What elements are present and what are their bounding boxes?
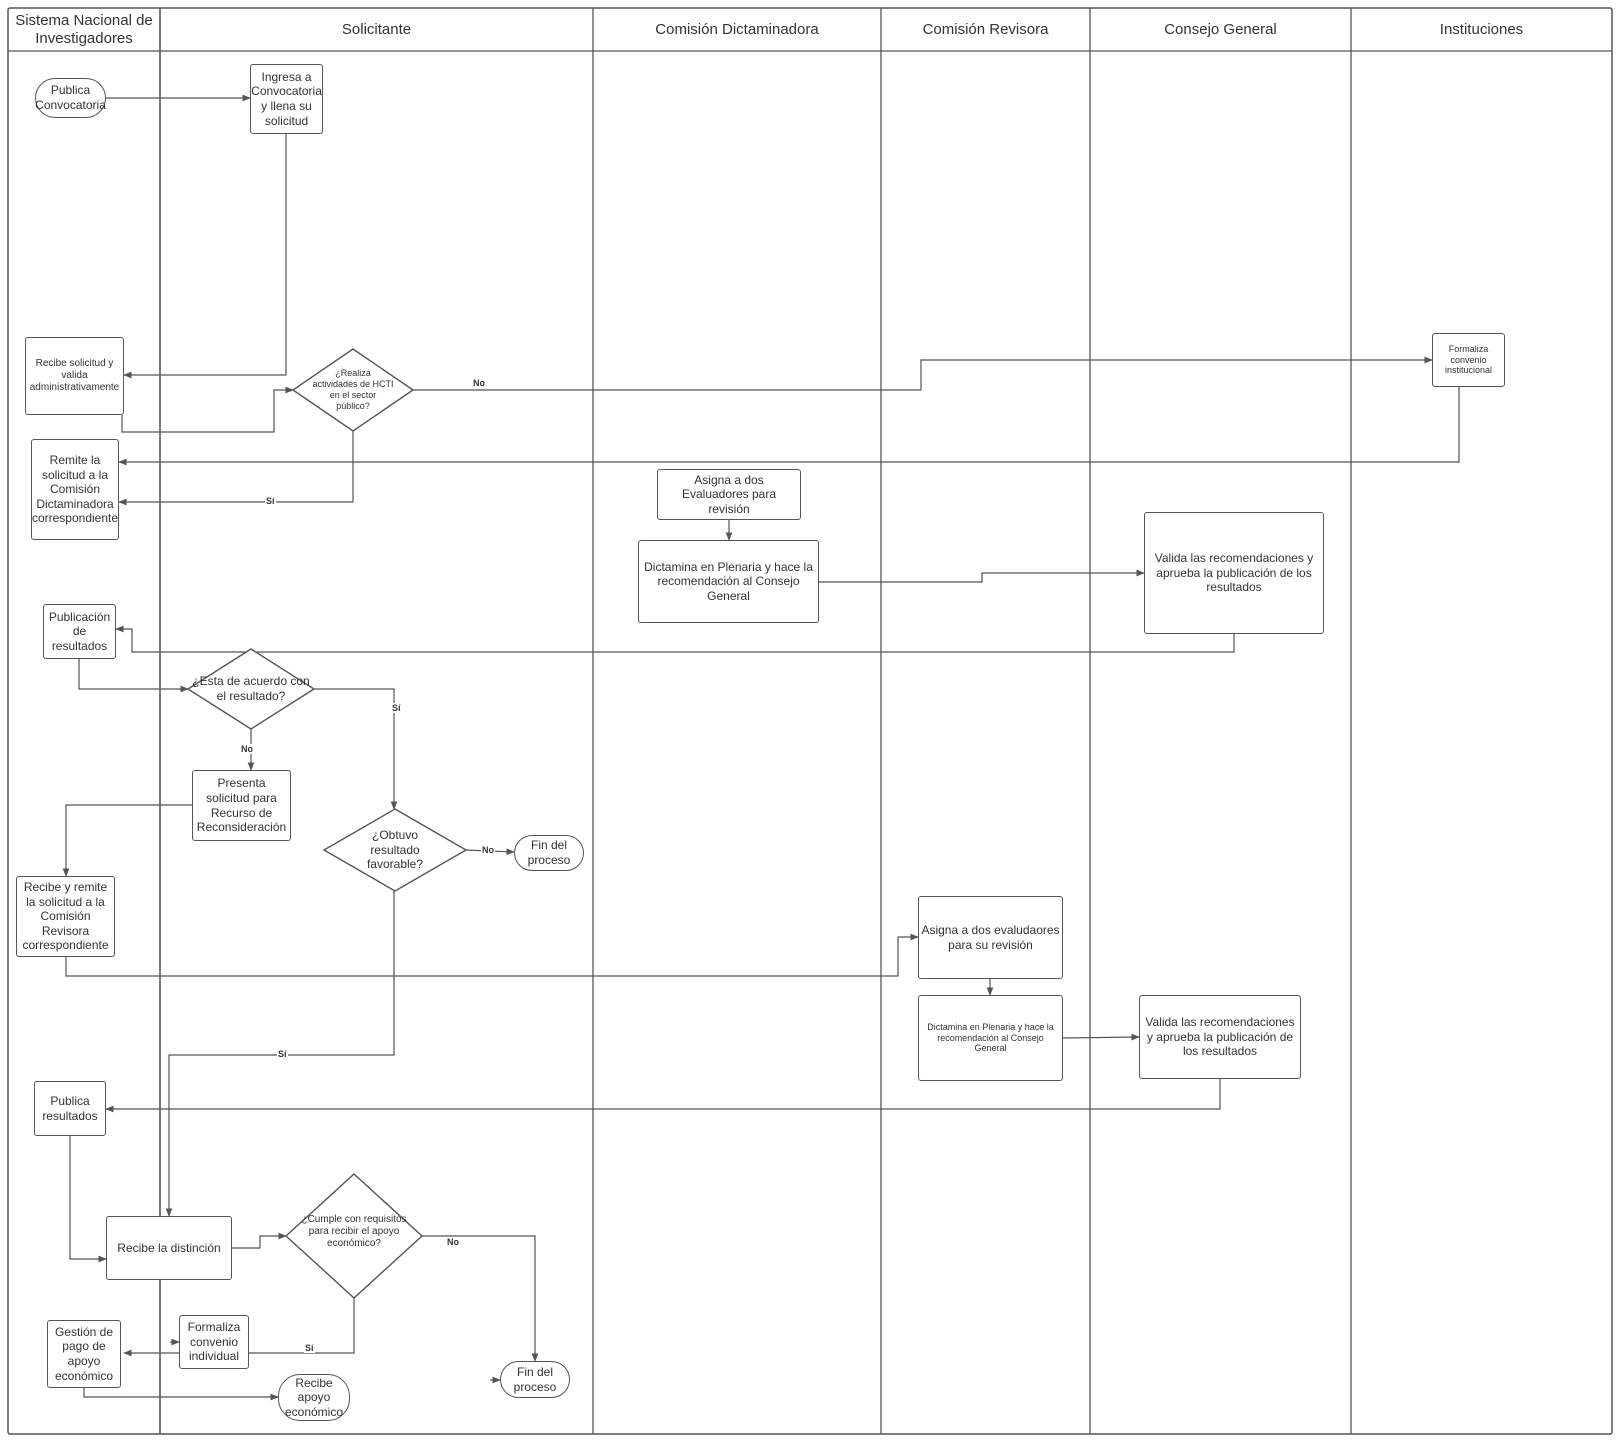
decision-cumple-shape bbox=[284, 1173, 424, 1299]
node-valida-2: Valida las recomendaciones y aprueba la … bbox=[1139, 995, 1301, 1079]
node-publica-resultados: Publica resultados bbox=[34, 1081, 106, 1136]
node-presenta-recurso: Presenta solicitud para Recurso de Recon… bbox=[192, 770, 291, 841]
connectors bbox=[62, 94, 1460, 1401]
node-fin-1: Fin del proceso bbox=[514, 835, 584, 871]
edge-formaliza-inst-to-remite bbox=[118, 387, 1460, 466]
node-cumple-requisitos: ¿Cumple con requisitos para recibir el a… bbox=[301, 1213, 407, 1250]
edge-valida1-to-publicacion bbox=[115, 625, 1235, 653]
edge-gestion-to-recibe-apoyo bbox=[83, 1388, 279, 1401]
edge-label-no-acuerdo: No bbox=[240, 744, 254, 754]
edge-dictamina2-to-valida2 bbox=[1062, 1033, 1140, 1041]
node-recibe-distincion: Recibe la distinción bbox=[106, 1216, 232, 1280]
edge-label-si-acuerdo: Sí bbox=[391, 703, 402, 713]
node-fin-2: Fin del proceso bbox=[500, 1361, 570, 1398]
node-asigna-evaluadores-1: Asigna a dos Evaluadores para revisión bbox=[657, 469, 801, 520]
node-remite-dictaminadora: Remite la solicitud a la Comisión Dictam… bbox=[31, 439, 119, 540]
node-formaliza-institucional: Formaliza convenio institucional bbox=[1432, 333, 1505, 387]
edge-recibe-to-realiza bbox=[121, 386, 294, 433]
node-gestion-pago: Gestión de pago de apoyo económico bbox=[47, 1320, 121, 1388]
edge-realiza-si bbox=[118, 431, 354, 506]
decision-shapes bbox=[186, 348, 468, 1299]
lane-title-revisora: Comisión Revisora bbox=[922, 20, 1049, 38]
edge-publica-to-distincion bbox=[69, 1136, 107, 1263]
edge-ingresa-to-recibe bbox=[123, 134, 287, 379]
decision-esta-shape bbox=[186, 648, 316, 730]
node-obtuvo-favorable: ¿Obtuvo resultado favorable? bbox=[366, 828, 424, 872]
edge-label-no-favorable: No bbox=[481, 845, 495, 855]
lane-title-consejo: Consejo General bbox=[1164, 20, 1277, 38]
node-valida-1: Valida las recomendaciones y aprueba la … bbox=[1144, 512, 1324, 634]
decision-obtuvo-shape bbox=[322, 808, 468, 892]
decision-realiza-shape bbox=[291, 348, 415, 432]
edge-label-si-cumple: Sí bbox=[304, 1343, 315, 1353]
node-recibe-apoyo: Recibe apoyo económico bbox=[278, 1374, 350, 1421]
node-publica-convocatoria: Publica Convocatoria bbox=[35, 78, 106, 118]
lane-title-solicitante: Solicitante bbox=[341, 20, 412, 38]
node-esta-de-acuerdo: ¿Esta de acuerdo con el resultado? bbox=[192, 674, 310, 703]
node-recibe-remite-revisora: Recibe y remite la solicitud a la Comisi… bbox=[16, 876, 115, 957]
node-ingresa-convocatoria: Ingresa a Convocatoria y llena su solici… bbox=[250, 64, 323, 134]
edge-valida2-to-publica bbox=[105, 1079, 1221, 1113]
edge-recibe-remite-to-asigna2 bbox=[65, 933, 919, 977]
edge-publicacion-to-esta bbox=[78, 659, 189, 693]
lane-title-sni: Sistema Nacional de Investigadores bbox=[15, 11, 153, 47]
node-dictamina-1: Dictamina en Plenaria y hace la recomend… bbox=[638, 540, 819, 623]
edge-presenta-to-recibe-remite bbox=[62, 804, 192, 877]
edge-realiza-no bbox=[413, 356, 1433, 391]
node-asigna-evaluadores-2: Asigna a dos evaludaores para su revisió… bbox=[918, 896, 1063, 979]
edge-cumple-no bbox=[422, 1235, 539, 1362]
edge-label-si-hcti: Sí bbox=[265, 496, 276, 506]
edge-label-si-favorable: Sí bbox=[277, 1049, 288, 1059]
edge-distincion-to-cumple bbox=[232, 1232, 287, 1249]
node-realiza-hcti: ¿Realiza actividades de HCTI en el secto… bbox=[312, 368, 394, 411]
node-dictamina-2: Dictamina en Plenaria y hace la recomend… bbox=[918, 995, 1063, 1081]
node-recibe-solicitud: Recibe solicitud y valida administrativa… bbox=[25, 337, 124, 415]
edge-label-no-cumple: No bbox=[446, 1237, 460, 1247]
lane-title-instituciones: Instituciones bbox=[1439, 20, 1524, 38]
lane-frame bbox=[7, 7, 1613, 1435]
node-publicacion-resultados: Publicación de resultados bbox=[43, 604, 116, 659]
node-formaliza-individual: Formaliza convenio individual bbox=[179, 1315, 249, 1369]
edge-dictamina1-to-valida1 bbox=[819, 569, 1145, 583]
lane-title-dictaminadora: Comisión Dictaminadora bbox=[655, 20, 819, 38]
edge-esta-si bbox=[314, 688, 398, 810]
edge-label-no-hcti: No bbox=[472, 378, 486, 388]
